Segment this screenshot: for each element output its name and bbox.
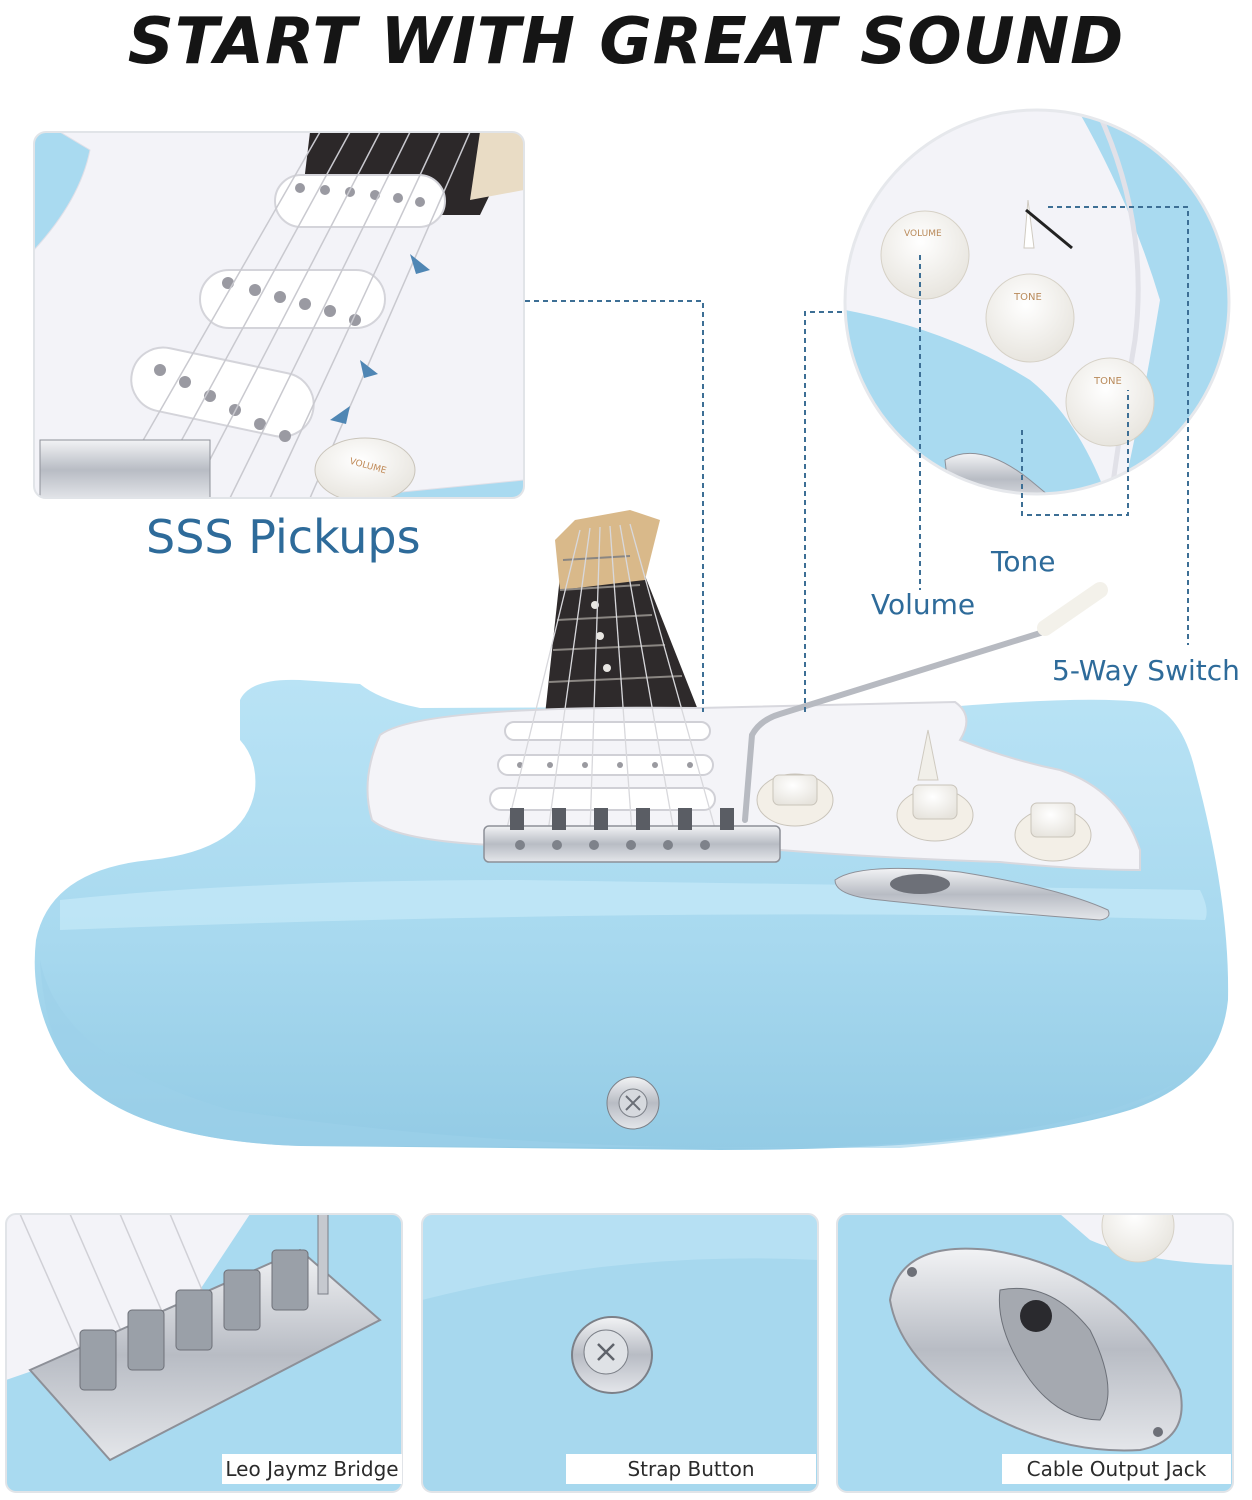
strap-button-panel [422, 1214, 818, 1492]
inset-volume-label: VOLUME [904, 229, 942, 239]
tone-knob-main-1 [896, 784, 974, 842]
pickups-inset: VOLUME [34, 132, 524, 498]
cable-jack-panel [837, 1214, 1233, 1492]
inset-volume-knob: VOLUME [880, 210, 970, 300]
tremolo-arm [742, 627, 1053, 823]
callout-5-way-switch: 5-Way Switch [1052, 654, 1240, 687]
bridge-panel [6, 1214, 402, 1492]
tone-knob-main-2 [1014, 802, 1092, 862]
caption-strap-button: Strap Button [566, 1454, 816, 1484]
caption-bridge: Leo Jaymz Bridge [222, 1454, 402, 1484]
inset-tone-knob-2: TONE [1065, 357, 1155, 447]
inset-tone-label-1: TONE [1013, 292, 1042, 303]
controls-inset: VOLUME TONE TONE [845, 110, 1229, 494]
volume-knob-main [756, 773, 834, 827]
callout-sss-pickups: SSS Pickups [146, 510, 421, 564]
inset-tone-knob-1: TONE [985, 273, 1075, 363]
headline: START WITH GREAT SOUND [127, 5, 1125, 79]
caption-cable-jack: Cable Output Jack [1002, 1454, 1231, 1484]
strap-button-closeup [571, 1316, 653, 1394]
callout-volume: Volume [871, 588, 976, 621]
callout-tone: Tone [991, 545, 1056, 578]
strap-button-main [606, 1076, 660, 1130]
inset-switch-tip [1023, 199, 1035, 249]
guitar-main [34, 510, 1229, 1150]
inset-tone-label-2: TONE [1093, 376, 1122, 387]
callout-leaders [525, 206, 1189, 712]
